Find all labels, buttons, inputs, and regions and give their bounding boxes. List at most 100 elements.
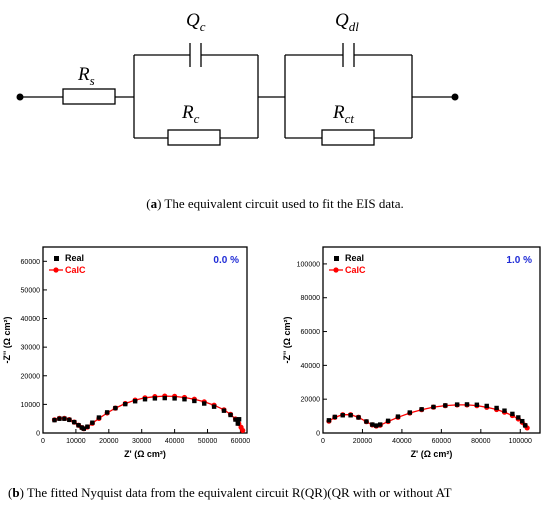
series-real-point [502,408,507,413]
y-tick-label: 40000 [21,316,41,323]
series-real-point [57,416,62,421]
series-real-point [236,417,242,422]
y-tick-label: 30000 [21,345,41,352]
series-real-point [510,411,515,417]
nyquist-chart-0-percent: 0 10000 20000 30000 40000 50000 60000 0 10000 200… [0,235,270,482]
resistor-rs [62,88,116,105]
y-tick-label: 0 [36,431,40,438]
y-tick-label: 100000 [297,261,320,268]
series-real-point [113,405,118,411]
x-tick-label: 100000 [509,438,532,445]
series-real-point [81,426,86,431]
series-real-point [52,417,57,423]
series-real-point [523,423,528,428]
series-real-point [474,402,480,407]
composition-annotation: 0.0 % [213,255,239,266]
x-tick-label: 50000 [198,438,218,445]
resistor-rct [321,129,375,146]
series-real-point [233,417,238,422]
series-real-point [464,402,470,407]
series-real-point [202,401,207,406]
x-axis-label: Z' (Ω cm²) [411,449,453,459]
x-tick-label: 20000 [353,438,373,445]
series-real-point [443,403,448,408]
series-real-point [192,398,197,404]
series-real-point [332,414,338,420]
series-real-point [72,419,77,425]
label-rct: Rct [332,102,354,126]
series-real-point [520,418,525,424]
x-tick-label: 30000 [132,438,152,445]
series-real-point [419,407,424,412]
series-real-point [76,423,81,428]
series-real-point [142,397,148,402]
series-real-point [348,413,353,418]
legend-calc-label: CalC [345,265,366,275]
series-real-point [370,422,375,427]
series-real-point [162,395,167,401]
y-tick-label: 60000 [301,329,321,336]
series-real-point [374,423,379,428]
label-qc: Qc [186,10,206,34]
series-real-point [364,419,369,424]
y-tick-label: 50000 [21,287,41,294]
series-real-point [235,421,240,426]
x-axis-label: Z' (Ω cm²) [124,449,166,459]
caption-b: (b) The fitted Nyquist data from the equ… [8,485,452,500]
series-real-point [67,417,72,423]
series-real-point [172,396,177,401]
caption-a: (a) The equivalent circuit used to fit t… [146,196,404,211]
series-real-point [152,396,158,401]
series-calc-point [240,427,246,434]
y-tick-label: 60000 [21,259,41,266]
series-real-point [211,404,217,409]
legend-calc-label: CalC [65,265,86,275]
series-real-point [104,410,110,415]
series-real-point [454,402,460,407]
x-tick-label: 60000 [432,438,452,445]
nyquist-chart-1-percent: 0 20000 40000 60000 80000 100000 0 20000 40000 60… [272,235,550,482]
x-tick-label: 10000 [66,438,86,445]
nyquist-chart-1-svg: 0 20000 40000 60000 80000 100000 0 20000 40000 60… [282,246,541,459]
x-tick-label: 0 [321,438,325,445]
y-tick-label: 20000 [301,397,321,404]
x-tick-label: 40000 [165,438,185,445]
x-tick-label: 20000 [99,438,119,445]
y-tick-label: 20000 [21,373,41,380]
series-real-point [123,401,128,407]
plot-frame [42,246,248,434]
y-tick-label: 10000 [21,402,41,409]
series-real-point [182,397,187,402]
y-tick-label: 40000 [301,363,321,370]
legend-real-marker [54,256,59,261]
series-real-point [340,413,345,418]
plot-frame [322,246,541,434]
y-tick-label: 0 [316,431,320,438]
legend-real-label: Real [65,253,84,263]
legend-calc-marker [53,267,59,273]
series-real-point [484,403,489,409]
x-tick-label: 80000 [471,438,491,445]
series-real-point [96,415,102,420]
series-real-point [395,414,401,419]
x-tick-label: 40000 [392,438,412,445]
series-real-point [221,408,227,413]
series-real-point [356,415,361,420]
label-qdl: Qdl [335,10,359,34]
legend-real-marker [334,256,339,261]
terminal-right [451,93,459,101]
series-real-point [90,420,95,425]
series-real-point [378,422,383,427]
equivalent-circuit-diagram: Rs Qc Rc Qdl Rct [16,10,459,146]
x-tick-label: 0 [41,438,45,445]
series-real-point [228,412,233,418]
legend-calc-marker [333,267,339,273]
resistor-rc [167,129,221,146]
label-rc: Rc [181,102,200,126]
series-real-point [407,410,412,415]
series-real-point [385,418,391,424]
series-real-point [494,405,499,411]
y-axis-label: -Z'' (Ω cm²) [2,317,12,364]
composition-annotation: 1.0 % [506,255,532,266]
series-real-point [431,404,436,410]
